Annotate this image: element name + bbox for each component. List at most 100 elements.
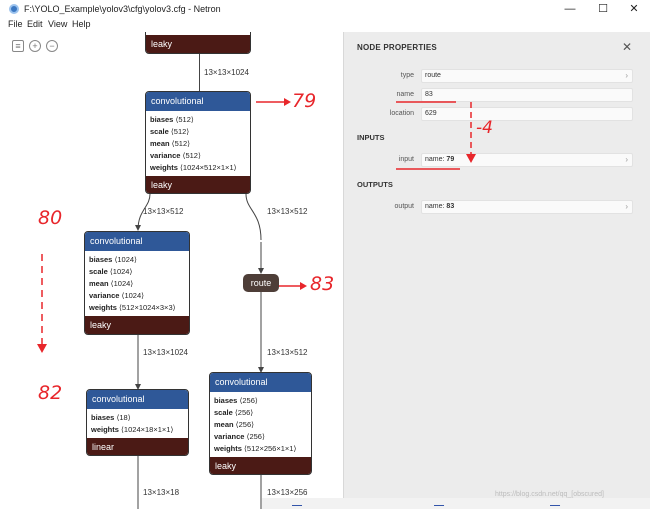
attribute-value: ⟨256⟩ — [233, 420, 255, 429]
attribute-key: mean — [150, 139, 170, 148]
attribute-value: ⟨1024⟩ — [107, 267, 133, 276]
inputs-section-title: INPUTS — [357, 133, 385, 142]
edge-label-top: 13×13×1024 — [204, 68, 249, 77]
edge-label-right-mid: 13×13×512 — [267, 207, 308, 216]
node-attribute-row: mean ⟨256⟩ — [214, 419, 307, 431]
menu-help[interactable]: Help — [72, 19, 91, 29]
conv-node-84[interactable]: convolutional biases ⟨256⟩scale ⟨256⟩mea… — [209, 372, 312, 475]
location-field[interactable]: 629 — [421, 107, 633, 121]
panel-annotations-svg — [396, 101, 476, 170]
attribute-key: biases — [89, 255, 113, 264]
node-attributes: biases ⟨1024⟩scale ⟨1024⟩mean ⟨1024⟩vari… — [85, 251, 189, 316]
attribute-value: ⟨18⟩ — [114, 413, 131, 422]
type-field[interactable]: route › — [421, 69, 633, 83]
annotation-79: 79 — [292, 90, 317, 112]
attribute-key: scale — [150, 127, 169, 136]
close-icon[interactable]: ✕ — [622, 40, 633, 54]
bottom-link-1[interactable] — [292, 500, 302, 506]
node-attribute-row: scale ⟨512⟩ — [150, 126, 246, 138]
node-attribute-row: biases ⟨512⟩ — [150, 114, 246, 126]
attribute-key: variance — [89, 291, 120, 300]
attribute-value: ⟨256⟩ — [244, 432, 265, 441]
panel-title: NODE PROPERTIES — [357, 43, 437, 52]
attribute-value: ⟨1024⟩ — [119, 291, 145, 300]
menu-edit[interactable]: Edit — [27, 19, 43, 29]
output-field[interactable]: name: 83 › — [421, 200, 633, 214]
attribute-key: biases — [91, 413, 115, 422]
edge-label-right-low: 13×13×512 — [267, 348, 308, 357]
node-attributes: biases ⟨256⟩scale ⟨256⟩mean ⟨256⟩varianc… — [210, 392, 311, 457]
type-value: route — [425, 72, 441, 79]
bottom-link-3[interactable] — [550, 500, 560, 506]
chevron-right-icon: › — [625, 155, 628, 164]
bottom-link-2[interactable] — [434, 500, 444, 506]
node-activation: linear — [87, 438, 188, 455]
close-window-button[interactable]: ✕ — [629, 3, 639, 15]
menu-file[interactable]: File — [8, 19, 23, 29]
minimize-button[interactable]: — — [564, 3, 576, 15]
graph-canvas[interactable]: ≡ + − leaky 13×13×1024 convolutional bia… — [0, 32, 343, 509]
location-label: location — [389, 110, 414, 117]
edge-label-left-low: 13×13×1024 — [143, 348, 188, 357]
chevron-right-icon: › — [625, 71, 628, 80]
node-attribute-row: mean ⟨1024⟩ — [89, 278, 185, 290]
outputs-section-title: OUTPUTS — [357, 180, 393, 189]
bottom-strip — [262, 498, 650, 509]
attribute-key: weights — [214, 444, 242, 453]
route-node-83[interactable]: route — [243, 274, 279, 292]
arrowhead-conv84 — [258, 367, 264, 373]
location-value: 629 — [425, 110, 437, 117]
attribute-value: ⟨1024⟩ — [108, 279, 134, 288]
zoom-out-icon[interactable]: − — [46, 40, 58, 52]
output-label: output — [394, 203, 414, 210]
attribute-value: ⟨256⟩ — [237, 396, 258, 405]
input-label: input — [398, 156, 414, 163]
attribute-key: mean — [89, 279, 109, 288]
node-activation: leaky — [146, 176, 250, 193]
attribute-key: mean — [214, 420, 234, 429]
node-activation: leaky — [210, 457, 311, 474]
node-attribute-row: weights ⟨512×1024×3×3⟩ — [89, 302, 185, 314]
top-leaky-label: leaky — [146, 35, 250, 53]
node-title: convolutional — [146, 92, 250, 111]
menu-bar: File Edit View Help — [0, 18, 340, 32]
attribute-value: ⟨512⟩ — [168, 127, 190, 136]
node-attributes: biases ⟨18⟩ weights ⟨1024×18×1×1⟩ — [87, 409, 188, 438]
watermark: https://blog.csdn.net/qq_[obscured] — [495, 491, 604, 498]
node-attribute-row: variance ⟨1024⟩ — [89, 290, 185, 302]
top-leaky-node[interactable]: leaky — [145, 32, 251, 54]
edge-label-right-bottom: 13×13×256 — [267, 488, 308, 497]
title-bar: F:\YOLO_Example\yolov3\cfg\yolov3.cfg - … — [0, 0, 650, 18]
chevron-right-icon: › — [625, 202, 628, 211]
attribute-key: scale — [214, 408, 233, 417]
edge-label-left-mid: 13×13×512 — [143, 207, 184, 216]
attribute-key: variance — [214, 432, 245, 441]
edge-top — [199, 54, 200, 91]
node-attribute-row: biases ⟨256⟩ — [214, 395, 307, 407]
name-field[interactable]: 83 — [421, 88, 633, 102]
node-attributes: biases ⟨512⟩scale ⟨512⟩mean ⟨512⟩ varianc… — [146, 111, 250, 176]
attribute-key: variance — [150, 151, 181, 160]
node-attribute-row: weights ⟨512×256×1×1⟩ — [214, 443, 307, 455]
menu-lines-icon[interactable]: ≡ — [12, 40, 24, 52]
output-value: 83 — [446, 203, 455, 210]
node-properties-panel: NODE PROPERTIES ✕ type route › name 83 l… — [343, 32, 650, 509]
arrowhead-conv80 — [135, 225, 141, 231]
zoom-in-icon[interactable]: + — [29, 40, 41, 52]
conv-node-79[interactable]: convolutional biases ⟨512⟩scale ⟨512⟩mea… — [145, 91, 251, 194]
conv-node-80[interactable]: convolutional biases ⟨1024⟩scale ⟨1024⟩m… — [84, 231, 190, 335]
edge-conv79-route — [245, 193, 262, 241]
conv-node-82[interactable]: convolutional biases ⟨18⟩weights ⟨1024×1… — [86, 389, 189, 456]
attribute-value: ⟨1024⟩ — [112, 255, 137, 264]
input-value: 79 — [446, 156, 455, 163]
menu-view[interactable]: View — [48, 19, 68, 29]
graph-edges-svg — [37, 98, 307, 509]
maximize-button[interactable]: ☐ — [598, 3, 608, 15]
node-attribute-row: weights ⟨1024×18×1×1⟩ — [91, 424, 184, 436]
node-attribute-row: variance ⟨256⟩ — [214, 431, 307, 443]
input-prefix: name: — [425, 156, 445, 163]
attribute-value: ⟨256⟩ — [232, 408, 254, 417]
arrowhead-route — [258, 268, 264, 274]
attribute-key: scale — [89, 267, 108, 276]
node-attribute-row: scale ⟨256⟩ — [214, 407, 307, 419]
